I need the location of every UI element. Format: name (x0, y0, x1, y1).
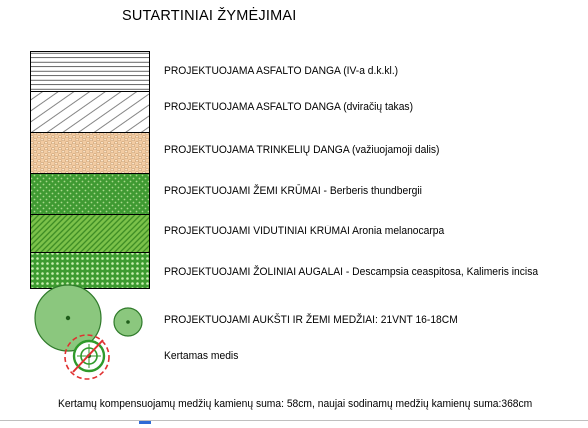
legend-label-low-shrubs: PROJEKTUOJAMI ŽEMI KRŪMAI - Berberis thu… (164, 185, 422, 197)
herbaceous-dot-pattern-icon (30, 252, 150, 289)
low-shrub-pattern-icon (30, 173, 150, 215)
legend-label-felled-tree: Kertamas medis (164, 350, 239, 362)
legend-label-asphalt-bikepath: PROJEKTUOJAMA ASFALTO DANGA (dviračių ta… (164, 101, 414, 113)
legend-swatches (30, 51, 150, 291)
felled-tree-icon (64, 334, 110, 380)
legend-title: SUTARTINIAI ŽYMĖJIMAI (122, 8, 297, 24)
legend-label-herbaceous: PROJEKTUOJAMI ŽOLINIAI AUGALAI - Descamp… (164, 266, 539, 278)
legend-label-asphalt-road: PROJEKTUOJAMA ASFALTO DANGA (IV-a d.k.kl… (164, 65, 399, 77)
bottom-marker (139, 421, 151, 424)
paver-pattern-icon (30, 132, 150, 174)
diagonal-line-hatch-icon (30, 91, 150, 133)
medium-shrub-hatch-icon (30, 214, 150, 253)
horizontal-line-hatch-icon (30, 51, 150, 92)
legend-label-medium-shrubs: PROJEKTUOJAMI VIDUTINIAI KRŪMAI Aronia m… (164, 225, 445, 237)
legend-footnote: Kertamų kompensuojamų medžių kamienų sum… (58, 398, 533, 410)
legend-label-trees: PROJEKTUOJAMI AUKŠTI IR ŽEMI MEDŽIAI: 21… (164, 314, 458, 326)
legend-label-paver: PROJEKTUOJAMA TRINKELIŲ DANGA (važiuojam… (164, 144, 440, 156)
bottom-divider (0, 420, 588, 421)
